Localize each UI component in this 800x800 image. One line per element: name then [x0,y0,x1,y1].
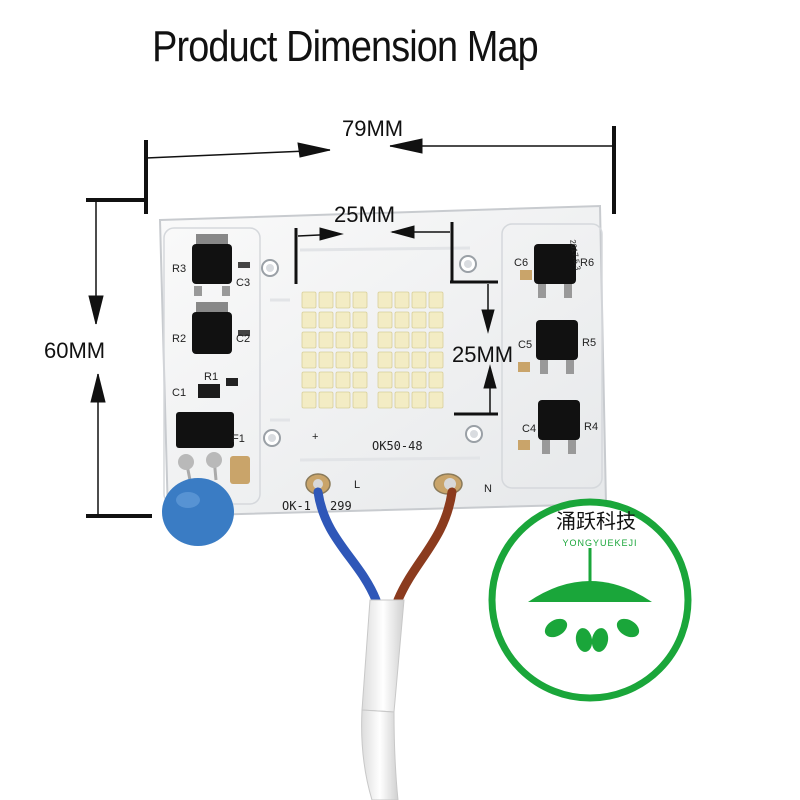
led-chip [428,391,444,409]
led-chip [352,291,368,309]
led-chip [335,351,351,369]
light-rays-icon [544,618,640,652]
led-chip [377,311,393,329]
led-chip [394,351,410,369]
label-plus: + [312,431,318,443]
led-chip [318,291,334,309]
led-chip [335,371,351,389]
led-chip [377,331,393,349]
label-part: OK-1 [282,499,311,513]
led-chip [394,331,410,349]
led-chip [301,331,317,349]
label-part-suffix: 299 [330,499,352,513]
led-chip [335,391,351,409]
led-chip [394,391,410,409]
led-chip [301,311,317,329]
lamp-shade-icon [528,581,652,602]
company-logo: 涌跃科技 YONGYUEKEJI [488,498,692,702]
led-chip [428,351,444,369]
led-chip [377,351,393,369]
label-r6: R6 [580,257,594,269]
label-r3: R3 [172,263,186,275]
varistor-disc [162,452,234,546]
led-chip [411,331,427,349]
led-chip [394,311,410,329]
label-c6: C6 [514,257,528,269]
led-chip [377,391,393,409]
label-r2: R2 [172,333,186,345]
led-chip [394,371,410,389]
right-components [518,244,580,454]
led-chip [335,331,351,349]
power-cable [313,487,457,800]
led-chip [428,311,444,329]
led-chip [377,291,393,309]
led-chip [352,371,368,389]
led-height-label: 25MM [452,342,514,367]
page-title: Product Dimension Map [152,22,539,71]
dimension-lines [86,126,616,518]
label-r1: R1 [204,371,218,383]
led-chip [301,291,317,309]
led-chip [335,291,351,309]
led-chip [318,351,334,369]
mounting-holes [261,255,483,447]
label-neutral: N [484,483,492,495]
label-c2: C2 [236,333,250,345]
led-chip [411,291,427,309]
led-chip [411,391,427,409]
board-width-label: 79MM [342,116,404,141]
led-chip [318,391,334,409]
led-chip [411,371,427,389]
led-chip [352,351,368,369]
led-chip [411,311,427,329]
led-chip [318,371,334,389]
label-live: L [354,479,360,491]
label-c4: C4 [522,423,536,435]
label-model: OK50-48 [372,439,423,453]
led-chip [301,391,317,409]
logo-english-text: YONGYUEKEJI [562,538,637,548]
label-r4: R4 [584,421,598,433]
led-chip [352,331,368,349]
led-chip [428,371,444,389]
led-chip [411,351,427,369]
led-chip [301,351,317,369]
led-chip [318,331,334,349]
led-chip [318,311,334,329]
led-width-label: 25MM [334,202,396,227]
board-height-label: 60MM [44,338,106,363]
logo-chinese-text: 涌跃科技 [556,509,636,533]
label-r5: R5 [582,337,596,349]
led-chip [352,391,368,409]
label-f1: F1 [232,433,245,445]
label-c3: C3 [236,277,250,289]
label-c5: C5 [518,339,532,351]
led-chip [301,371,317,389]
led-array [301,291,444,409]
label-c1: C1 [172,387,186,399]
led-chip [394,291,410,309]
led-chip [428,331,444,349]
led-chip [335,311,351,329]
left-components [176,234,250,484]
led-chip [428,291,444,309]
led-chip [377,371,393,389]
led-chip [352,311,368,329]
